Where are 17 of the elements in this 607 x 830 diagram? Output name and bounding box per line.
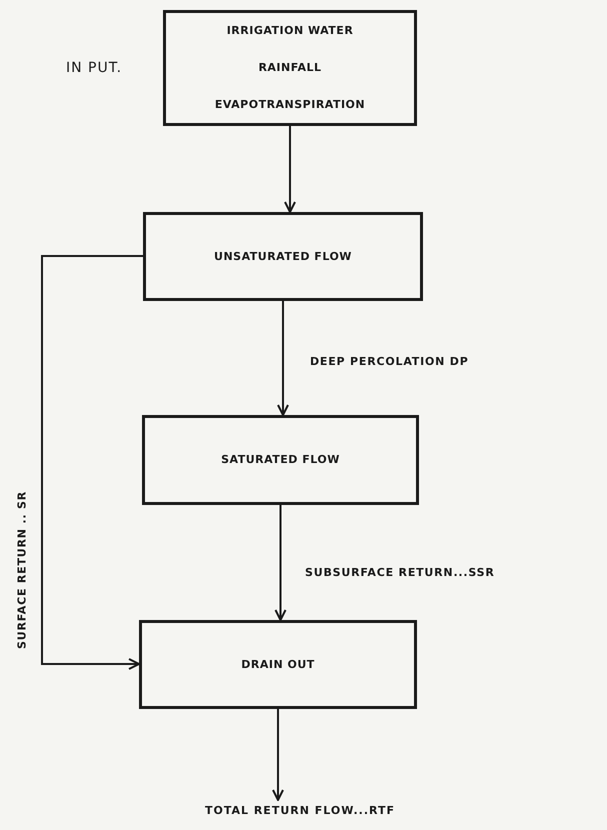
output-label: TOTAL RETURN FLOW...RTF: [195, 800, 405, 820]
box-text: IRRIGATION WATER: [226, 24, 354, 38]
arrow: [284, 126, 296, 213]
box-text: EVAPOTRANSPIRATION: [214, 98, 366, 112]
input-label: IN PUT.: [66, 60, 122, 76]
process-box: [163, 10, 417, 126]
box-text: DRAIN OUT: [241, 658, 315, 672]
arrow: [277, 301, 289, 416]
box-text: SATURATED FLOW: [221, 453, 340, 467]
process-box: [143, 212, 423, 301]
box-text: UNSATURATED FLOW: [214, 250, 352, 264]
box-text: RAINFALL: [258, 61, 322, 75]
arrow: [41, 255, 143, 670]
process-box: [142, 415, 419, 505]
process-box: [139, 620, 417, 709]
arrow: [274, 505, 286, 621]
arrow: [272, 709, 284, 801]
